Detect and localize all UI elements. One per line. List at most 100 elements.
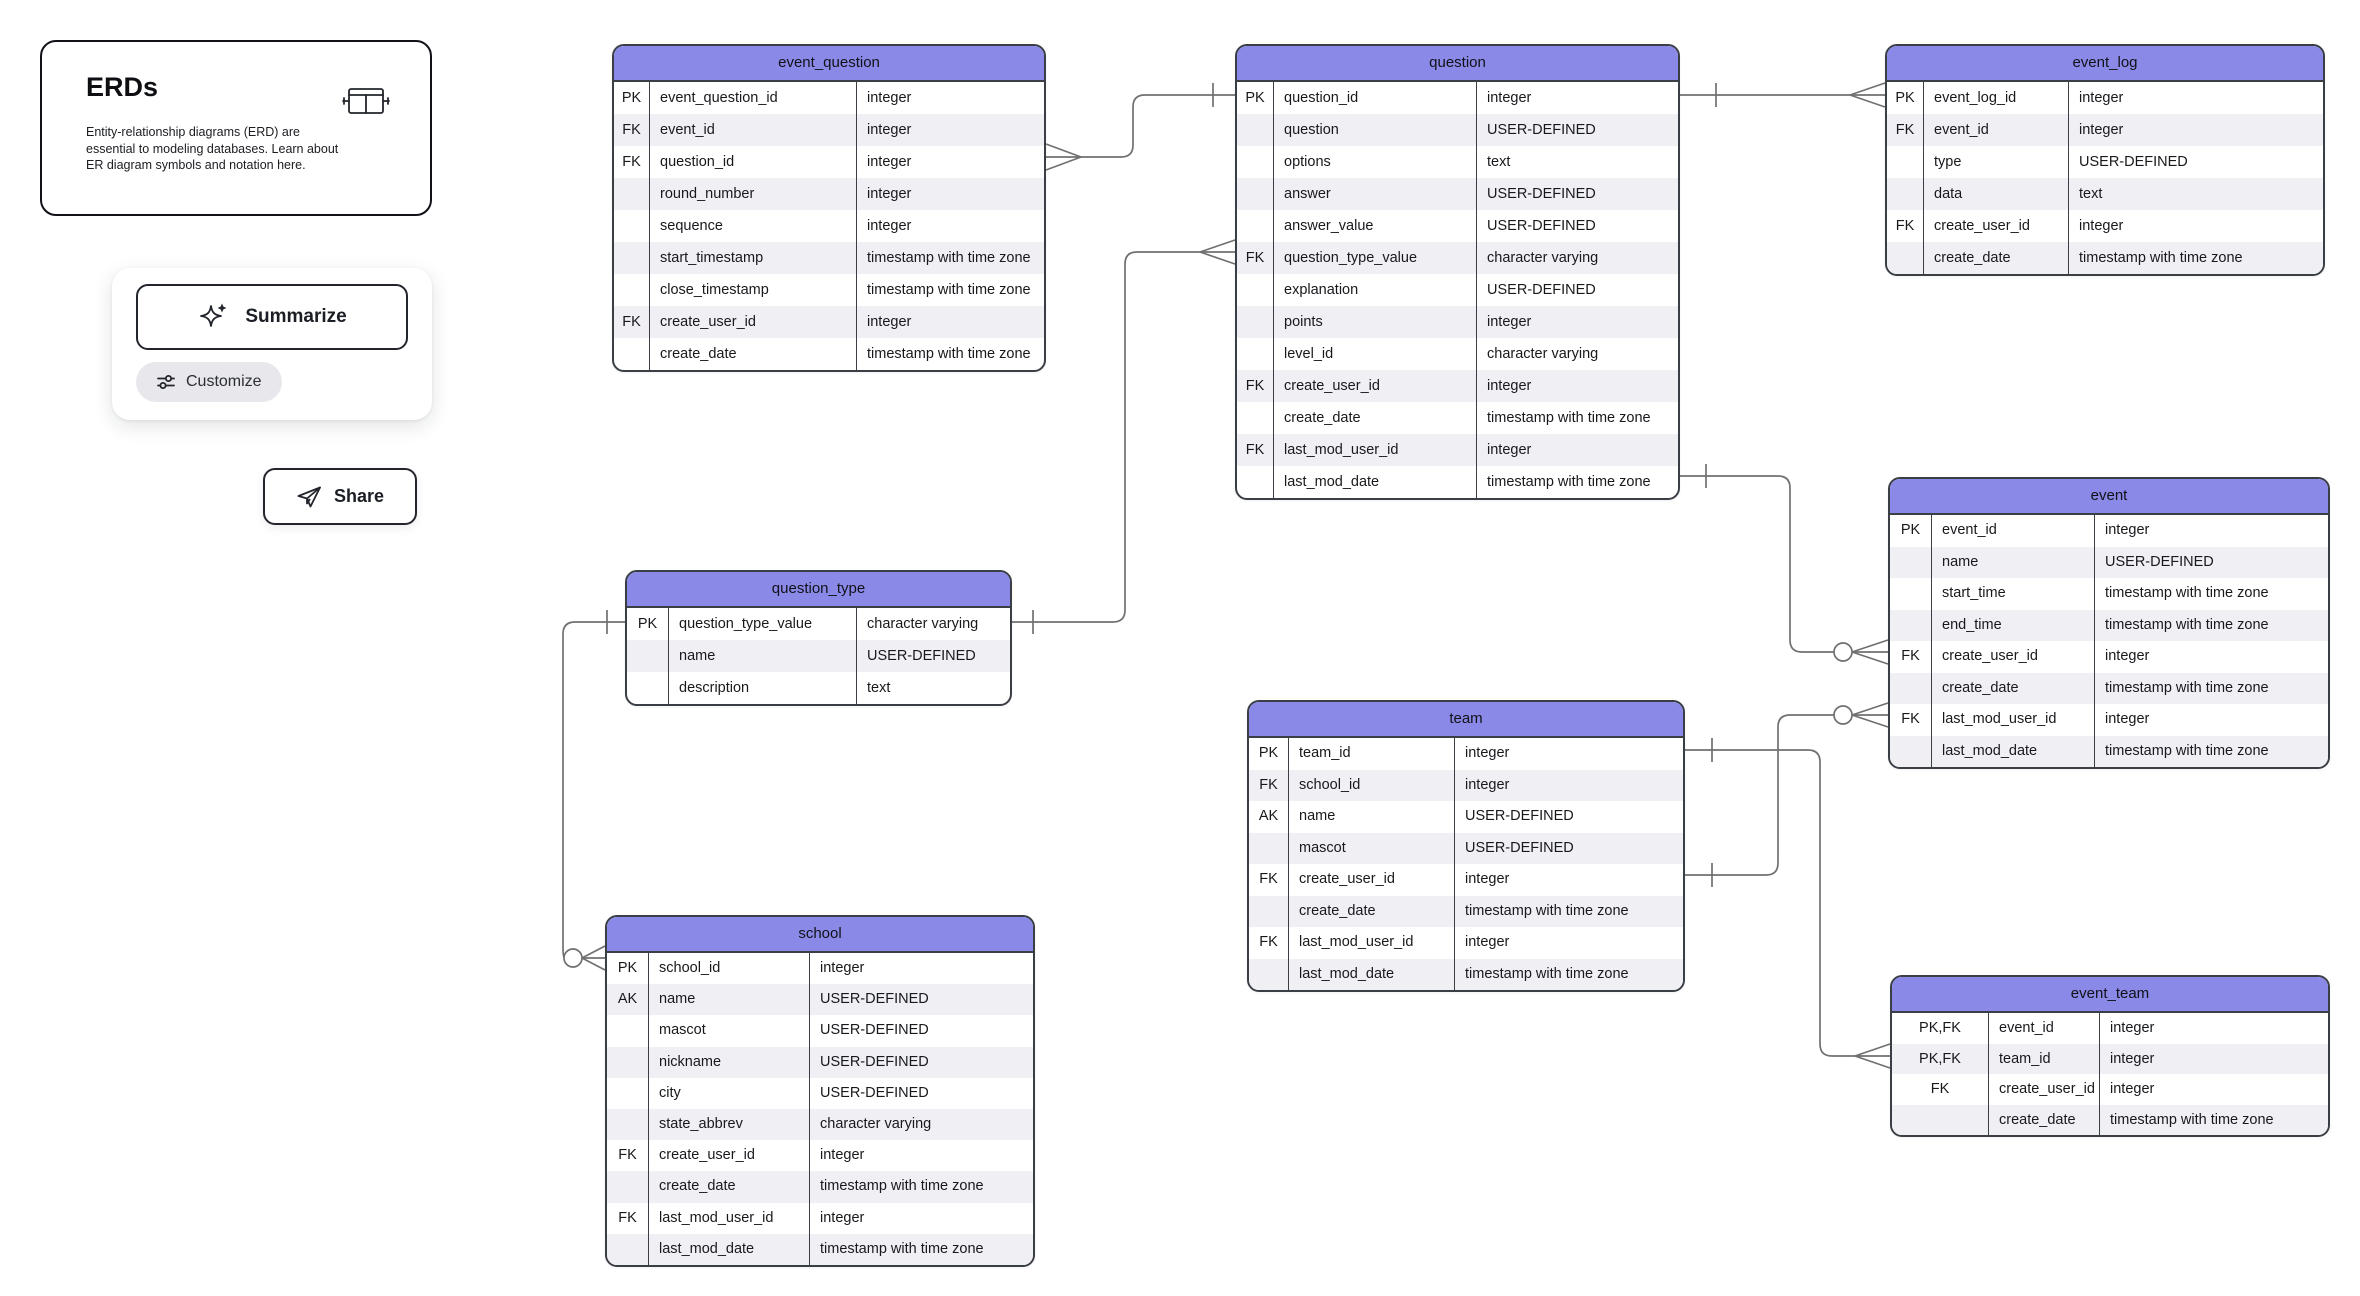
cell-name: last_mod_user_id — [1274, 434, 1477, 466]
cell-type: USER-DEFINED — [1487, 122, 1596, 138]
cell-type: integer — [820, 960, 865, 976]
table-title-question[interactable]: question — [1237, 46, 1678, 82]
ai-tools-card: Summarize Customize — [112, 268, 432, 420]
cell-key: FK — [1237, 434, 1274, 466]
cell-key — [1890, 672, 1932, 704]
cell-type: USER-DEFINED — [820, 1053, 929, 1070]
cell-key — [1237, 402, 1274, 434]
cell-type: text — [867, 680, 891, 696]
table-title-team[interactable]: team — [1249, 702, 1683, 738]
cell-name: start_timestamp — [650, 242, 857, 274]
cell-type: USER-DEFINED — [820, 1022, 929, 1039]
cell-type: integer — [2079, 90, 2124, 106]
sliders-icon — [157, 375, 175, 389]
cell-type: integer — [1465, 776, 1510, 793]
table-row: last_mod_date timestamp with time zone — [1249, 958, 1683, 990]
cell-type: timestamp with time zone — [867, 282, 1031, 298]
cell-name: answer_value — [1274, 210, 1477, 242]
table-title-question_type[interactable]: question_type — [627, 572, 1010, 608]
cell-key: PK,FK — [1892, 1013, 1989, 1044]
cell-name: options — [1274, 146, 1477, 178]
cell-type: timestamp with time zone — [2079, 250, 2243, 266]
cell-key: PK — [1890, 515, 1932, 547]
cell-key: PK,FK — [1892, 1043, 1989, 1074]
cell-type: timestamp with time zone — [2105, 742, 2269, 759]
cell-name: create_user_id — [1932, 641, 2095, 673]
cell-name: school_id — [649, 953, 810, 985]
cell-name: start_time — [1932, 578, 2095, 610]
cell-type: USER-DEFINED — [820, 991, 929, 1008]
cell-key — [1887, 146, 1924, 178]
cell-key: FK — [1890, 641, 1932, 673]
cell-name: last_mod_date — [649, 1233, 810, 1265]
cell-type: integer — [867, 186, 912, 202]
cell-name: name — [649, 984, 810, 1016]
cell-name: school_id — [1289, 769, 1455, 801]
cell-key — [607, 1233, 649, 1265]
cell-key — [1237, 146, 1274, 178]
cell-name: close_timestamp — [650, 274, 857, 306]
table-title-event[interactable]: event — [1890, 479, 2328, 515]
cell-key — [607, 1171, 649, 1203]
cell-name: mascot — [1289, 832, 1455, 864]
cell-type: USER-DEFINED — [1487, 186, 1596, 202]
cell-type: timestamp with time zone — [1465, 965, 1629, 982]
cell-type: character varying — [867, 616, 979, 632]
cell-type: USER-DEFINED — [2105, 553, 2214, 570]
table-title-school[interactable]: school — [607, 917, 1033, 953]
cell-type: integer — [867, 122, 912, 138]
cell-key: PK — [627, 608, 669, 640]
table-row: level_id character varying — [1237, 338, 1678, 370]
cell-name: level_id — [1274, 338, 1477, 370]
cell-name: end_time — [1932, 609, 2095, 641]
cell-name: create_date — [650, 338, 857, 370]
cell-name: create_date — [1289, 895, 1455, 927]
cell-key: PK — [1249, 738, 1289, 770]
cell-name: team_id — [1989, 1043, 2100, 1074]
cell-type: timestamp with time zone — [867, 346, 1031, 362]
share-button[interactable]: Share — [263, 468, 417, 525]
cell-key — [1890, 735, 1932, 767]
cell-key — [627, 640, 669, 672]
cell-name: sequence — [650, 210, 857, 242]
cell-type: character varying — [820, 1115, 932, 1132]
summarize-button[interactable]: Summarize — [136, 284, 408, 350]
cell-type: character varying — [1487, 346, 1599, 362]
cell-name: create_user_id — [1289, 864, 1455, 896]
cell-name: last_mod_date — [1289, 958, 1455, 990]
table-title-event_question[interactable]: event_question — [614, 46, 1044, 82]
table-title-event_log[interactable]: event_log — [1887, 46, 2323, 82]
table-title-event_team[interactable]: event_team — [1892, 977, 2328, 1013]
cell-name: round_number — [650, 178, 857, 210]
cell-type: timestamp with time zone — [1487, 474, 1651, 490]
paper-plane-icon — [297, 486, 321, 507]
relationship-team-event_team — [1685, 738, 1891, 1069]
cell-name: event_id — [1924, 114, 2069, 146]
customize-button[interactable]: Customize — [136, 362, 282, 402]
cell-key: PK — [614, 82, 650, 114]
cell-type: timestamp with time zone — [1487, 410, 1651, 426]
cell-name: question — [1274, 114, 1477, 146]
